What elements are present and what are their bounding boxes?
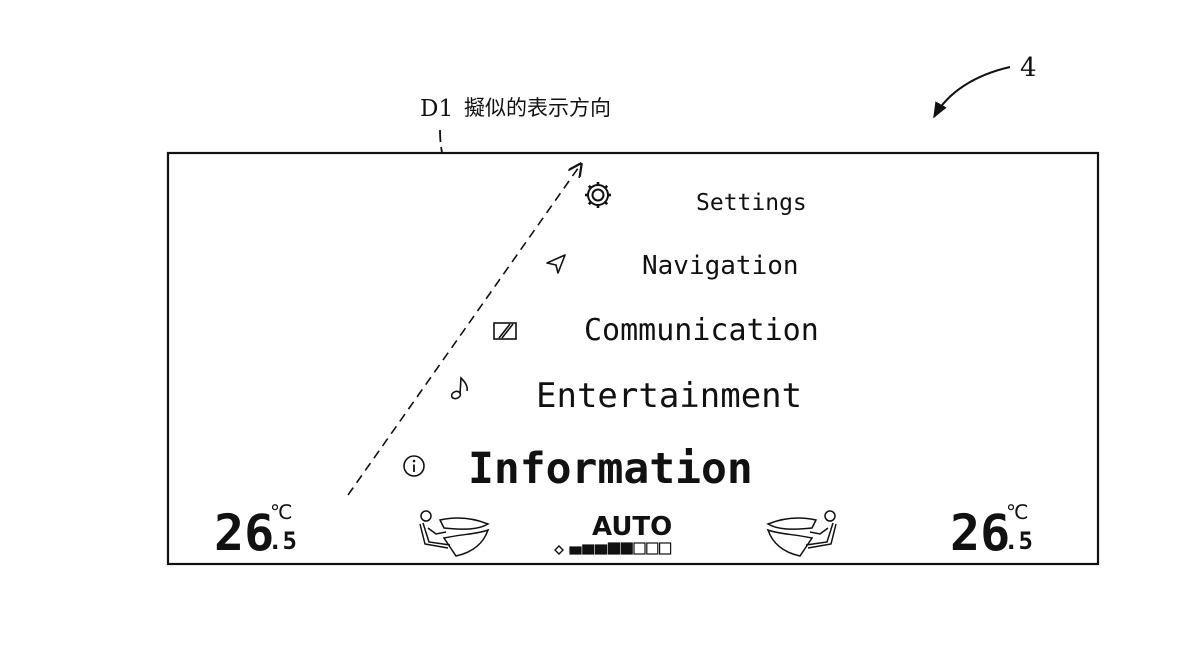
left-temperature-decimal: .5 xyxy=(268,527,297,555)
right-seat-heater-icon[interactable] xyxy=(766,510,837,557)
fan-level-segment xyxy=(594,544,608,555)
phone-icon[interactable] xyxy=(493,322,517,340)
left-temperature-unit: ℃ xyxy=(270,500,292,524)
menu-item-navigation[interactable]: Navigation xyxy=(642,251,799,281)
menu-item-information[interactable]: Information xyxy=(468,444,753,494)
fan-icon xyxy=(554,545,564,555)
fan-level-segment xyxy=(646,542,659,555)
left-temperature-main: 26 xyxy=(214,504,274,562)
right-temperature-main: 26 xyxy=(950,504,1010,562)
left-seat-heater-icon[interactable] xyxy=(419,510,490,557)
fan-level-segment xyxy=(582,544,595,555)
menu-item-entertainment[interactable]: Entertainment xyxy=(536,376,802,416)
info-icon[interactable] xyxy=(403,455,425,477)
fan-level-segment xyxy=(607,542,621,555)
fan-level-segment xyxy=(658,542,672,555)
fan-level-bar[interactable] xyxy=(569,542,672,555)
display-direction-arrow xyxy=(347,164,581,496)
fan-level-segment xyxy=(633,542,646,555)
fan-level-segment xyxy=(620,542,633,555)
menu-item-settings[interactable]: Settings xyxy=(696,190,807,216)
menu-item-communication[interactable]: Communication xyxy=(584,313,819,348)
right-temperature-decimal: .5 xyxy=(1004,527,1033,555)
right-temperature-unit: ℃ xyxy=(1006,500,1028,524)
fan-level-segment xyxy=(569,546,582,555)
gear-icon[interactable] xyxy=(585,182,611,208)
direction-label-text: 擬似的表示方向 xyxy=(464,96,611,120)
reference-arrow xyxy=(933,66,1011,119)
music-note-icon[interactable] xyxy=(450,376,468,400)
climate-mode[interactable]: AUTO xyxy=(592,512,672,542)
direction-label-code: D1 xyxy=(420,96,453,122)
reference-numeral: 4 xyxy=(1020,53,1037,83)
navigation-arrow-icon[interactable] xyxy=(546,254,566,274)
display-panel xyxy=(166,151,1100,566)
